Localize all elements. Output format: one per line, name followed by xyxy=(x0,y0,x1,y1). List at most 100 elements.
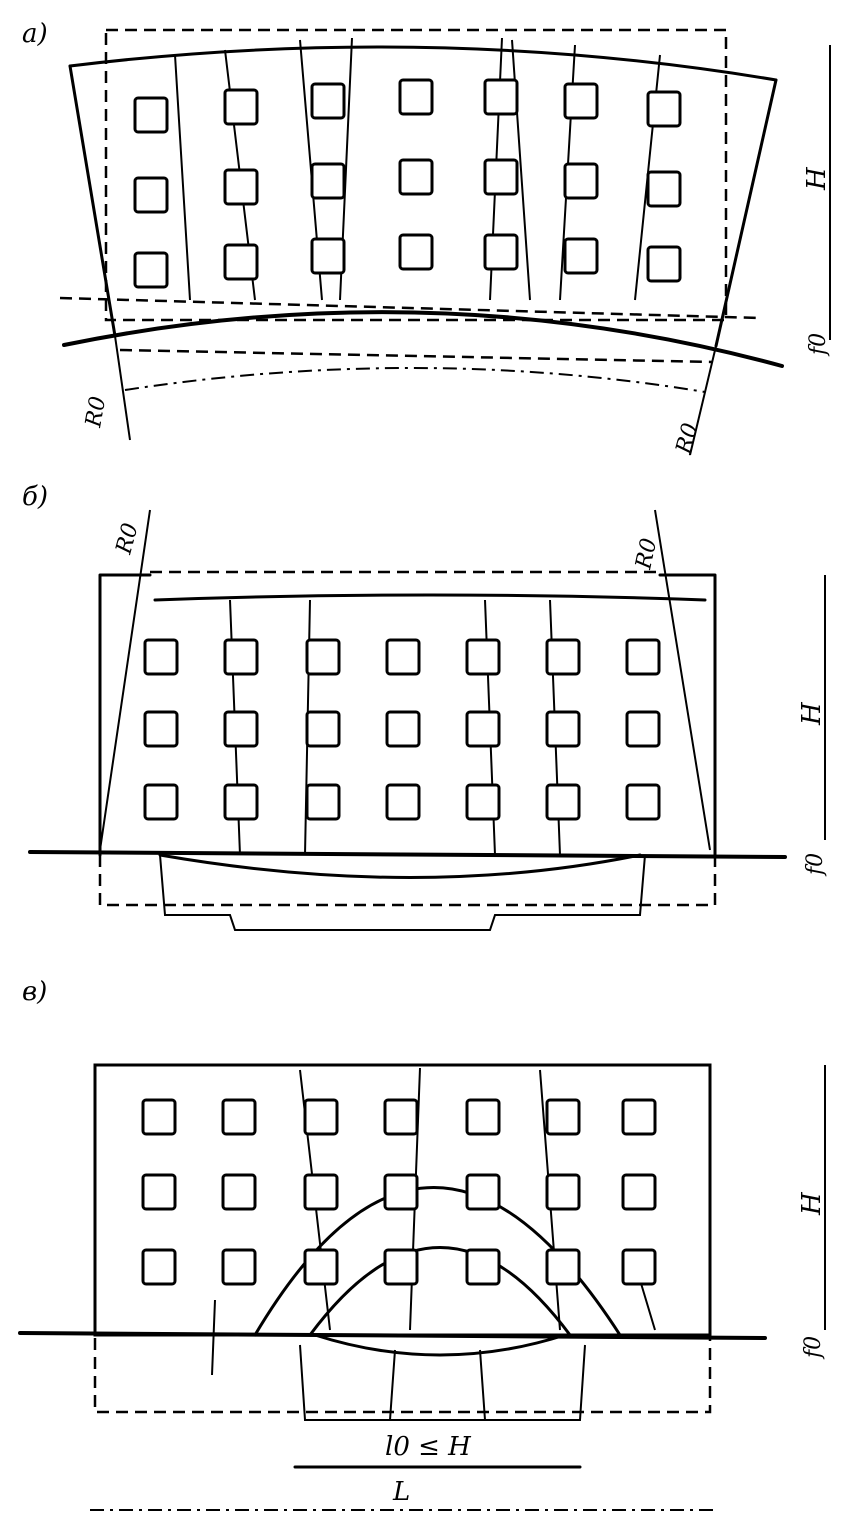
window xyxy=(303,1173,339,1211)
window xyxy=(310,82,346,120)
window xyxy=(310,162,346,200)
window xyxy=(223,243,259,281)
ground-line xyxy=(28,850,787,859)
foundation-curve xyxy=(124,366,706,393)
window xyxy=(625,783,661,821)
deformed-foundation xyxy=(159,854,646,931)
length-label: L xyxy=(392,1477,410,1507)
inner-arch-crack xyxy=(308,1246,572,1337)
deformed-right-wall xyxy=(714,78,778,348)
deformed-left-wall xyxy=(68,64,117,338)
window xyxy=(223,710,259,748)
window xyxy=(621,1248,657,1286)
window xyxy=(483,233,519,271)
window-grid-a xyxy=(133,78,682,289)
span-label: l0 ≤ H xyxy=(385,1432,472,1462)
window xyxy=(385,638,421,676)
window xyxy=(563,82,599,120)
window xyxy=(545,710,581,748)
settlement-curve xyxy=(313,1333,567,1357)
window xyxy=(223,88,259,126)
window xyxy=(625,710,661,748)
window xyxy=(646,245,682,283)
window xyxy=(223,783,259,821)
window xyxy=(221,1248,257,1286)
window xyxy=(465,638,501,676)
window xyxy=(398,78,434,116)
window xyxy=(143,710,179,748)
window xyxy=(143,783,179,821)
window xyxy=(305,638,341,676)
panel-b: б) R0 R0 H f0 xyxy=(22,482,828,931)
panel-a: а) R0 R0 H f0 xyxy=(22,19,832,458)
radius-label-right: R0 xyxy=(631,536,662,572)
window xyxy=(133,176,169,214)
window xyxy=(398,233,434,271)
window-grid-c xyxy=(141,1098,657,1286)
building-walls xyxy=(98,573,717,857)
settled-foundation xyxy=(299,1344,586,1421)
window xyxy=(625,638,661,676)
panel-c: в) H f0 l0 ≤ H L xyxy=(18,977,827,1511)
window xyxy=(223,168,259,206)
window xyxy=(646,90,682,128)
window xyxy=(483,78,519,116)
window xyxy=(141,1173,177,1211)
window xyxy=(563,237,599,275)
radius-line-right xyxy=(689,345,717,456)
window xyxy=(221,1173,257,1211)
ground-line xyxy=(18,1331,767,1340)
window xyxy=(221,1098,257,1136)
radius-line-left xyxy=(114,335,131,441)
window xyxy=(646,170,682,208)
window xyxy=(563,162,599,200)
window xyxy=(141,1248,177,1286)
window xyxy=(133,251,169,289)
window xyxy=(483,158,519,196)
settlement-label-c: f0 xyxy=(801,1336,826,1360)
window xyxy=(465,1098,501,1136)
window xyxy=(465,1248,501,1286)
window xyxy=(385,710,421,748)
window xyxy=(305,710,341,748)
window xyxy=(545,1248,581,1286)
window xyxy=(310,237,346,275)
original-ground-line xyxy=(59,296,761,320)
window xyxy=(223,638,259,676)
foundation-line xyxy=(119,348,713,364)
window xyxy=(383,1098,419,1136)
window xyxy=(545,1098,581,1136)
foundation-outline xyxy=(98,855,717,907)
window xyxy=(545,783,581,821)
height-label-a: H xyxy=(802,166,832,191)
window xyxy=(141,1098,177,1136)
height-label-c: H xyxy=(797,1191,827,1216)
window xyxy=(545,638,581,676)
deformed-roof-line xyxy=(153,593,707,602)
window xyxy=(465,1173,501,1211)
settlement-curve xyxy=(158,853,642,879)
window xyxy=(621,1173,657,1211)
radius-lines xyxy=(99,509,711,851)
original-outline xyxy=(104,28,728,322)
panel-b-label: б) xyxy=(22,482,48,512)
deformed-roof-line xyxy=(68,45,778,82)
window xyxy=(398,158,434,196)
panel-a-label: а) xyxy=(22,19,48,49)
window xyxy=(621,1098,657,1136)
radius-label-left: R0 xyxy=(81,395,111,430)
window xyxy=(303,1248,339,1286)
panel-c-label: в) xyxy=(22,977,47,1007)
window xyxy=(303,1098,339,1136)
settlement-label-a: f0 xyxy=(806,333,831,357)
radius-label-left: R0 xyxy=(111,521,143,558)
foundation-outline xyxy=(93,1338,712,1414)
window xyxy=(385,783,421,821)
window xyxy=(305,783,341,821)
window xyxy=(383,1248,419,1286)
window-grid-b xyxy=(143,638,661,821)
window xyxy=(465,710,501,748)
window xyxy=(465,783,501,821)
window xyxy=(545,1173,581,1211)
